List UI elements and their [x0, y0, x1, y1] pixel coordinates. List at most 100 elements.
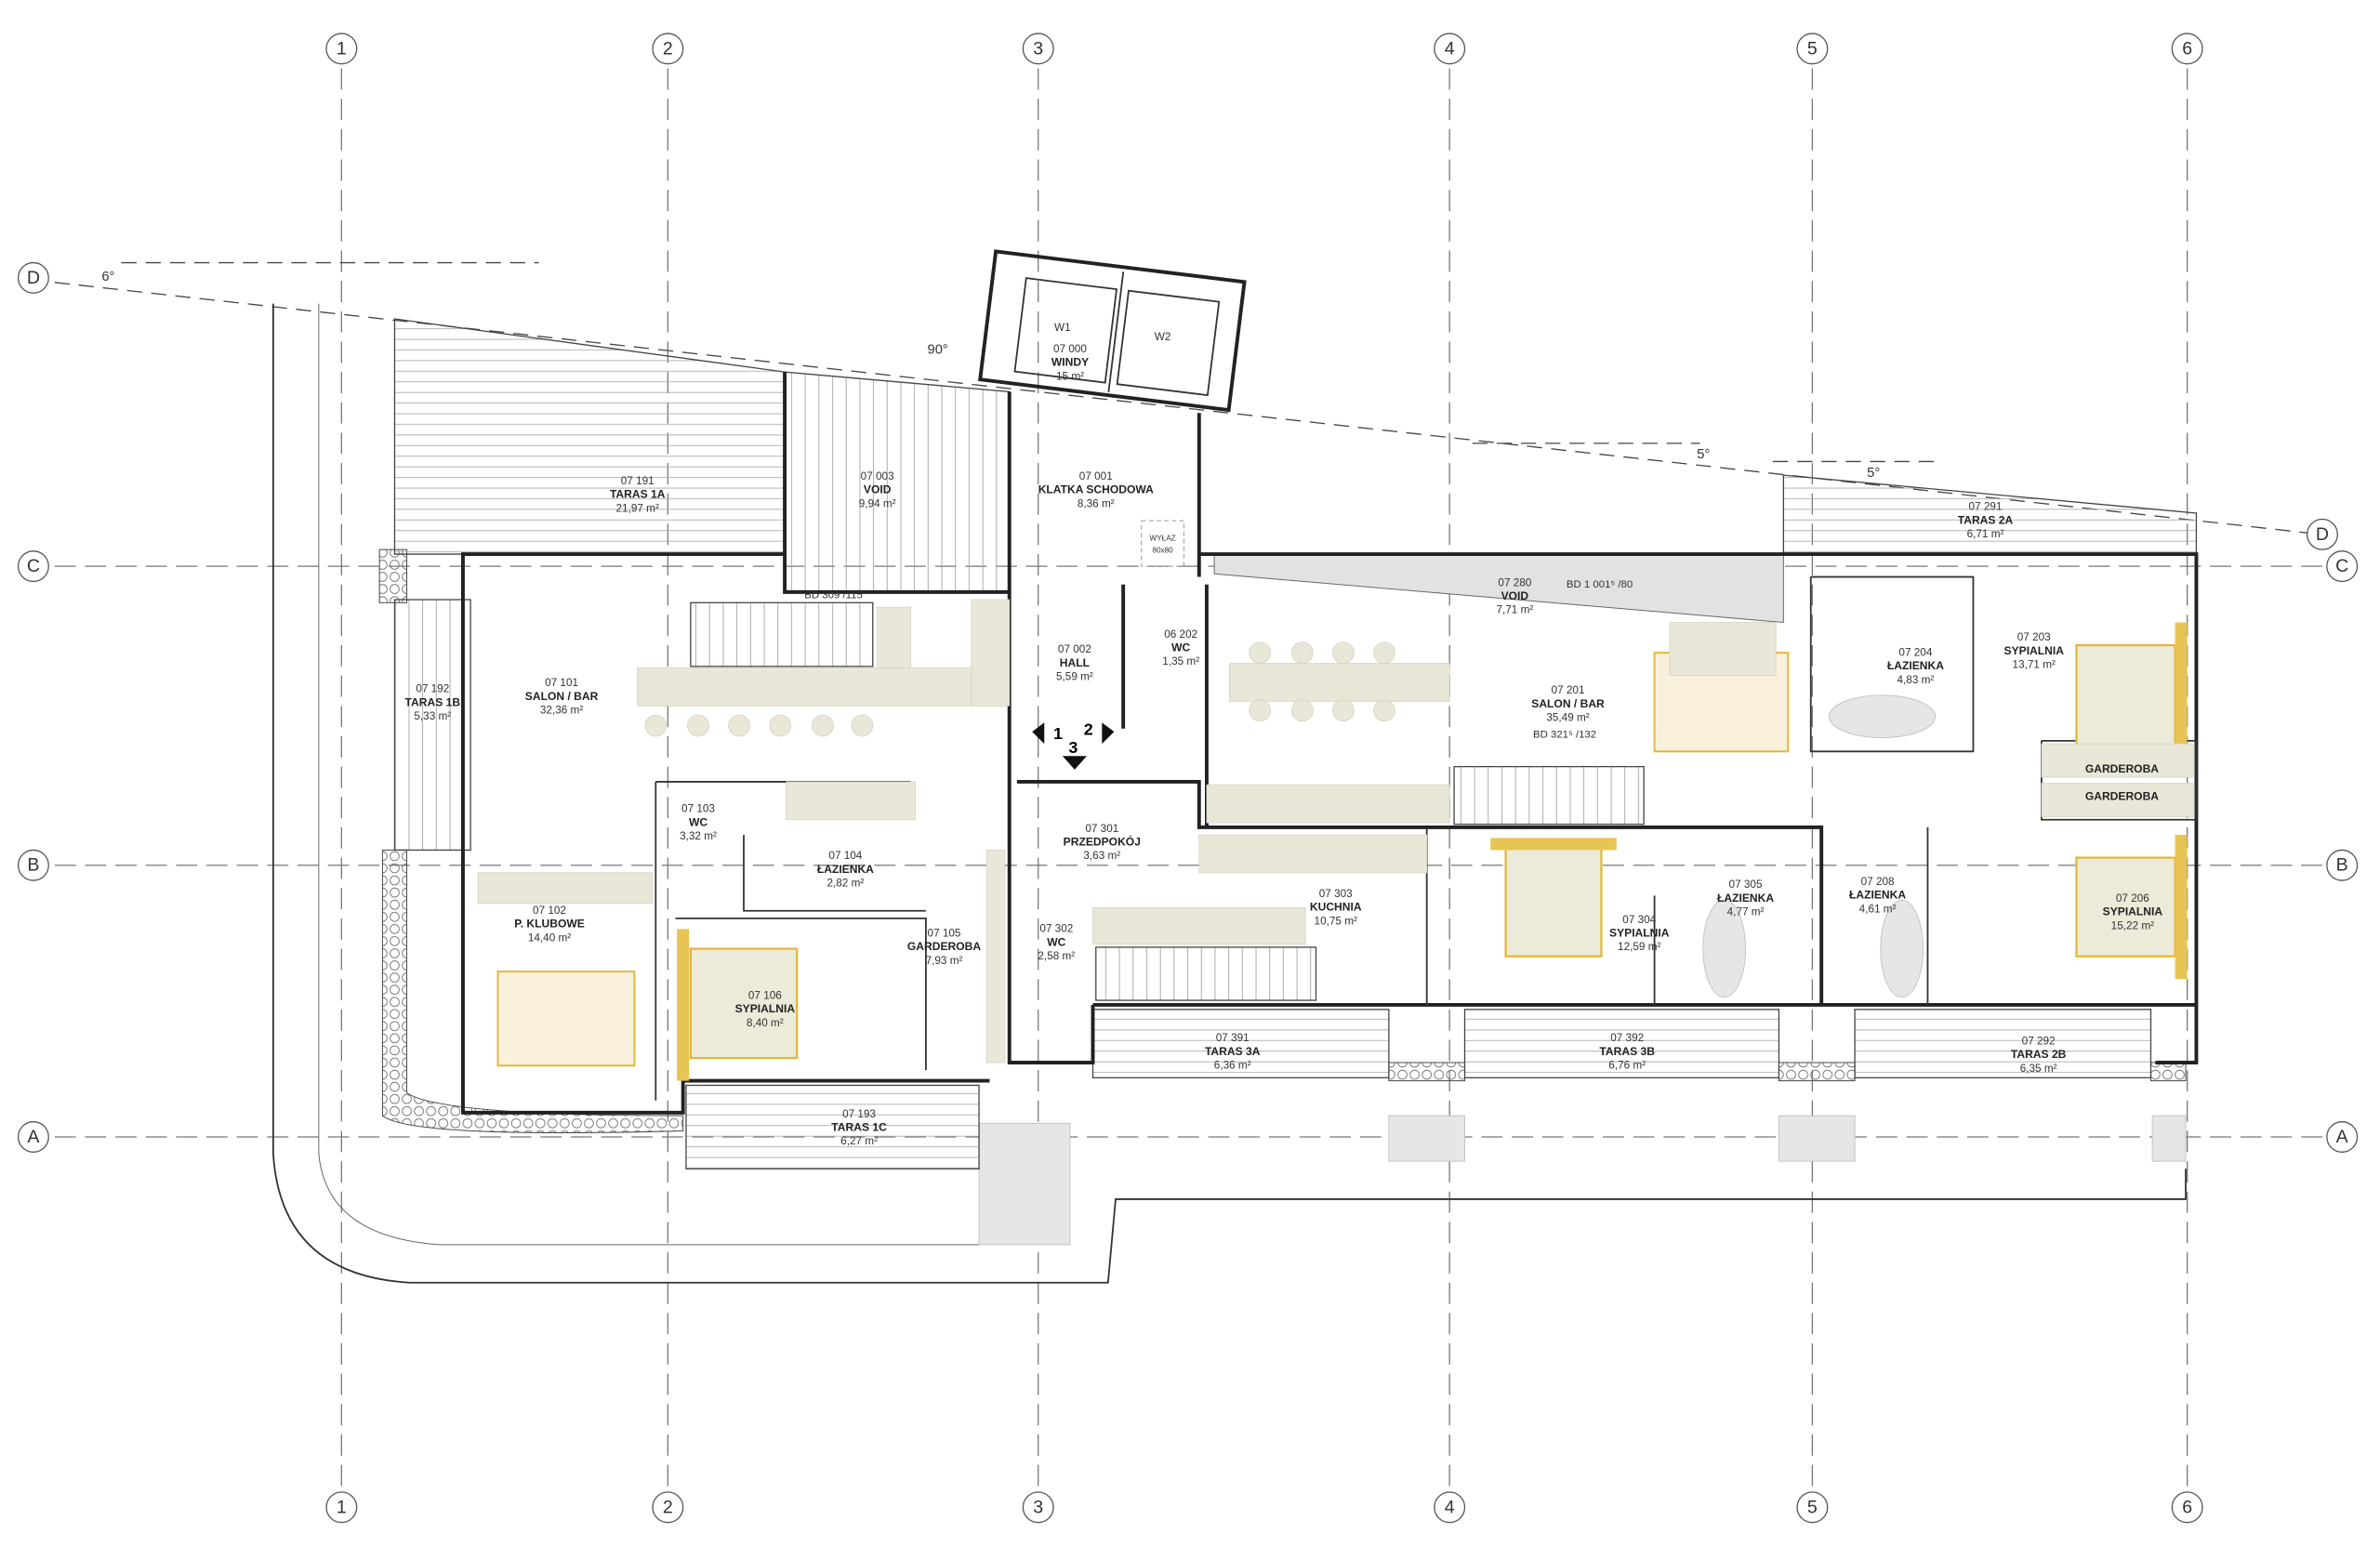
angle-label: 90°: [928, 343, 948, 358]
roof-hatch-label: WYŁAZ: [1150, 534, 1176, 542]
room-number: 07 304: [1622, 914, 1656, 926]
grid-bubble-4: 4: [1434, 33, 1466, 65]
furniture: [477, 599, 2194, 1081]
stair-3: [1095, 946, 1317, 1001]
room-number: 07 101: [545, 677, 578, 689]
room-number: 07 003: [861, 470, 894, 482]
grid-bubble-C: C: [17, 550, 49, 583]
room-name: TARAS 2A: [1958, 513, 2014, 526]
elevator-w2-label: W2: [1155, 331, 1171, 343]
roof-hatch-size: 80x80: [1152, 546, 1173, 554]
room-number: 07 102: [533, 905, 566, 917]
room-area: 3,63 m²: [1083, 850, 1120, 862]
room-name: WC: [689, 815, 707, 828]
grid-axis-label: B: [27, 855, 39, 876]
room-area: 10,75 m²: [1315, 915, 1357, 927]
planter: [1388, 1115, 1465, 1162]
room-number: 06 202: [1164, 628, 1197, 641]
elevator-w1-label: W1: [1054, 322, 1071, 334]
room-name: P. KLUBOWE: [514, 918, 585, 931]
grid-axis-label: D: [2316, 524, 2329, 545]
room-area: 9,94 m²: [859, 497, 896, 509]
grid-bubble-5: 5: [1796, 33, 1829, 65]
terrace-3b: [1463, 1009, 1780, 1078]
room-name: SALON / BAR: [1531, 697, 1605, 710]
room-number: 07 204: [1898, 646, 1932, 658]
planter: [1778, 1115, 1856, 1162]
room-number: 07 280: [1498, 576, 1531, 588]
room-area: 5,33 m²: [414, 710, 451, 722]
planter: [2151, 1115, 2187, 1162]
room-area: 13,71 m²: [2013, 658, 2056, 670]
grid-bubble-D: D: [2306, 518, 2338, 550]
room-number: 07 303: [1319, 888, 1353, 900]
terrace-1a: [393, 318, 786, 555]
room-name: TARAS 1A: [610, 488, 666, 501]
room-number: 07 301: [1085, 823, 1118, 835]
room-area: 1,35 m²: [1162, 655, 1199, 667]
room-name: ŁAZIENKA: [817, 863, 874, 876]
insulation: [1778, 1062, 1856, 1082]
insulation: [2149, 1062, 2187, 1082]
site-boundary: [271, 303, 2187, 1284]
grid-axis-label: 5: [1807, 38, 1818, 59]
grid-axis-label: C: [27, 556, 40, 576]
room-number: 07 305: [1729, 879, 1763, 891]
room-number: 07 106: [748, 989, 782, 1001]
room-number: 07 206: [2116, 892, 2149, 905]
room-name: HALL: [1060, 656, 1090, 669]
room-name: SYPIALNIA: [2103, 905, 2163, 918]
terrace-3a: [1091, 1009, 1390, 1078]
grid-bubble-B: B: [2326, 849, 2359, 881]
room-name: SYPIALNIA: [1609, 926, 1670, 939]
grid-bubble-6: 6: [2171, 33, 2203, 65]
grid-axis-label: 1: [337, 1497, 347, 1517]
stair-1: [690, 601, 874, 667]
room-number: 07 000: [1053, 343, 1087, 355]
grid-axis-label: A: [2336, 1127, 2349, 1147]
room-area: 6,36 m²: [1214, 1060, 1251, 1072]
room-name: TARAS 3B: [1599, 1045, 1655, 1058]
room-number: 07 201: [1552, 684, 1585, 696]
insulation: [381, 849, 684, 1133]
room-name: ŁAZIENKA: [1887, 659, 1944, 672]
grid-axis-label: 6: [2182, 38, 2192, 59]
room-name: WC: [1047, 935, 1065, 948]
room-area: 32,36 m²: [540, 704, 583, 716]
room-number: 07 302: [1039, 923, 1073, 935]
room-number: 07 001: [1079, 470, 1113, 482]
wardrobe-label: GARDEROBA: [2085, 762, 2159, 775]
room-number: 07 203: [2017, 631, 2051, 643]
grid-bubble-D: D: [17, 261, 49, 294]
room-name: SYPIALNIA: [735, 1002, 796, 1015]
room-number: 07 193: [842, 1108, 876, 1120]
grid-bubble-3: 3: [1022, 1491, 1054, 1524]
view-marker-1: 1: [1053, 724, 1063, 743]
room-name: GARDEROBA: [907, 940, 981, 953]
room-number: 07 105: [928, 927, 961, 939]
grid-bubble-2: 2: [652, 33, 684, 65]
room-number: 07 103: [681, 803, 715, 815]
room-name: KLATKA SCHODOWA: [1038, 483, 1154, 496]
room-name: ŁAZIENKA: [1717, 892, 1774, 905]
insulation: [378, 548, 408, 603]
insulation: [1388, 1062, 1465, 1082]
room-name: TARAS 2B: [2011, 1048, 2067, 1061]
room-area: 6,71 m²: [1967, 528, 2004, 540]
